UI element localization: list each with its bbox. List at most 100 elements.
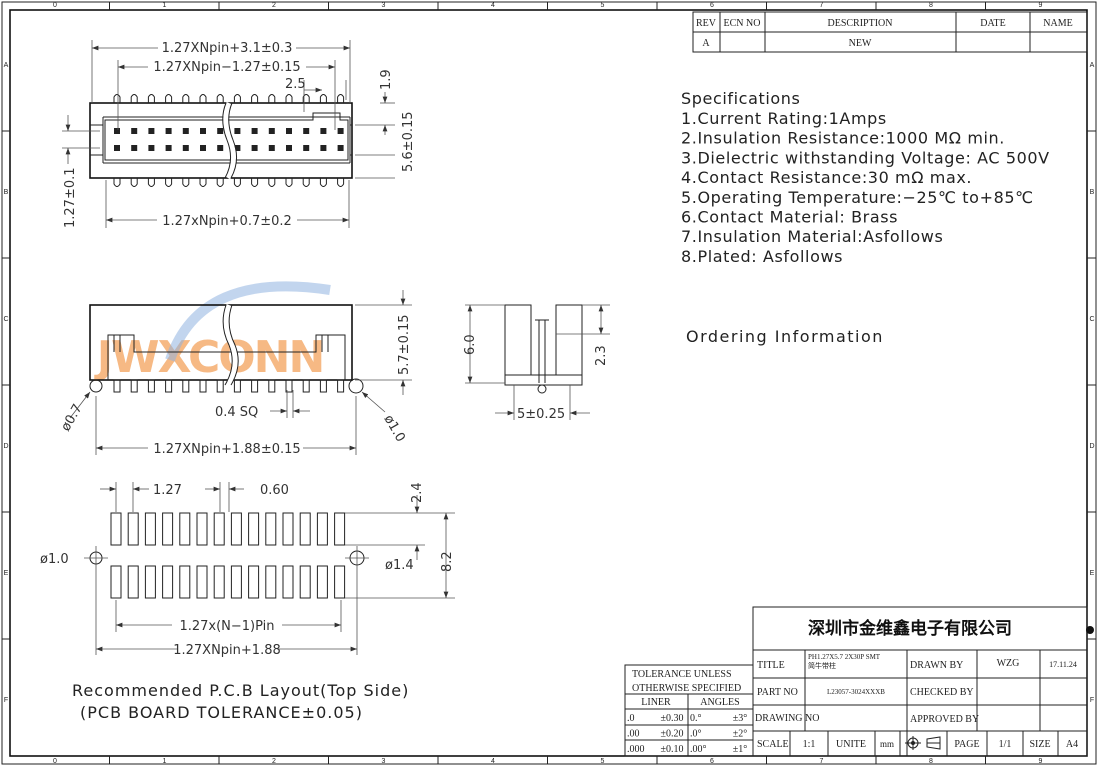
tolerance-cell: 0.° <box>690 713 702 724</box>
zone-row-label: E <box>1090 570 1095 577</box>
dim-row-pitch: 1.27±0.1 <box>63 167 78 228</box>
drawing-no-label: DRAWING NO <box>755 713 819 724</box>
zone-row-label: A <box>4 62 9 69</box>
zone-row-label: C <box>1089 316 1094 323</box>
dim-2-3: 2.3 <box>594 345 609 366</box>
zone-row-label: B <box>4 189 9 196</box>
tolerance-cell: ±0.30 <box>661 713 684 724</box>
part-no-value: L23057-3024XXXB <box>827 688 885 696</box>
zone-column-label: 9 <box>1039 2 1043 9</box>
dim-pin-span: 1.27XNpin−1.27±0.15 <box>153 60 300 75</box>
dim-hole-1-4: ø1.4 <box>385 558 414 573</box>
dim-pin-square: 0.4 SQ <box>215 405 258 420</box>
zone-column-label: 7 <box>820 2 824 9</box>
zone-column-label: 2 <box>272 758 276 765</box>
zone-row-label: C <box>3 316 8 323</box>
dim-width: 5.6±0.15 <box>401 111 416 172</box>
title-value-line2: 简牛带柱 <box>808 661 836 670</box>
size-label: SIZE <box>1029 739 1050 750</box>
specification-item: 8.Plated: Asfollows <box>681 247 843 266</box>
zone-row-label: F <box>1090 697 1094 704</box>
liner-header: LINER <box>641 697 671 708</box>
top-view: 1.27XNpin+3.1±0.3 1.27XNpin−1.27±0.15 2.… <box>62 38 416 229</box>
zone-column-label: 2 <box>272 2 276 9</box>
ecn-header: ECN NO <box>724 18 761 29</box>
tolerance-title-2: OTHERWISE SPECIFIED <box>632 683 741 694</box>
dim-6-0: 6.0 <box>463 334 478 355</box>
revision-table: REV ECN NO DESCRIPTION DATE NAME A NEW <box>692 11 1088 53</box>
dim-hole-1-0: ø1.0 <box>40 552 69 567</box>
end-view: 6.0 2.3 5±0.25 <box>463 304 610 422</box>
specification-item: 5.Operating Temperature:−25℃ to+85℃ <box>681 188 1034 207</box>
tolerance-cell: .000 <box>627 744 645 755</box>
ordering-information-heading: Ordering Information <box>686 327 884 346</box>
unit-value: mm <box>880 739 894 749</box>
pcb-layout-caption: Recommended P.C.B Layout(Top Side) <box>72 681 409 700</box>
date-header: DATE <box>980 18 1006 29</box>
dim-1-9: 1.9 <box>379 69 394 90</box>
zone-column-label: 4 <box>491 2 495 9</box>
zone-column-label: 4 <box>491 758 495 765</box>
dim-2-5: 2.5 <box>285 77 306 92</box>
scale-value: 1:1 <box>803 739 816 750</box>
specification-item: 1.Current Rating:1Amps <box>681 109 887 128</box>
page-label: PAGE <box>954 739 979 750</box>
dim-pad-span: 1.27x(N−1)Pin <box>179 619 274 634</box>
tolerance-title-1: TOLERANCE UNLESS <box>632 669 732 680</box>
side-view: JWXCONN 5.7±0.15 ø0.7 ø1.0 0.4 SQ 1.27XN… <box>58 281 412 457</box>
title-label: TITLE <box>757 660 785 671</box>
part-no-label: PART NO <box>757 687 798 698</box>
approved-by-label: APPROVED BY <box>910 714 979 725</box>
zone-column-label: 6 <box>710 758 714 765</box>
dim-post-0-7: ø0.7 <box>58 402 85 434</box>
zone-column-label: 0 <box>53 2 57 9</box>
tolerance-cell: ±0.20 <box>661 729 684 740</box>
dim-post-span: 1.27XNpin+1.88±0.15 <box>153 442 300 457</box>
drawn-by-value: WZG <box>997 658 1020 669</box>
description-header: DESCRIPTION <box>827 18 892 29</box>
zone-column-label: 3 <box>382 758 386 765</box>
title-value-line1: PH1.27X5.7 2X30P SMT <box>808 653 881 661</box>
dim-pad-width: 0.60 <box>260 483 289 498</box>
tolerance-cell: ±0.10 <box>661 744 684 755</box>
dim-overall-length: 1.27XNpin+3.1±0.3 <box>162 41 293 56</box>
description-value: NEW <box>849 38 872 49</box>
zone-row-label: D <box>1089 443 1094 450</box>
dim-pad-length: 2.4 <box>410 482 425 503</box>
tolerance-cell: .00 <box>627 729 640 740</box>
tolerance-cell: ±3° <box>733 713 748 724</box>
pcb-tolerance-note: (PCB BOARD TOLERANCE±0.05) <box>80 703 363 722</box>
zone-column-label: 5 <box>601 758 605 765</box>
company-name: 深圳市金维鑫电子有限公司 <box>808 618 1012 639</box>
dim-pad-pitch: 1.27 <box>153 483 182 498</box>
specification-item: 6.Contact Material: Brass <box>681 208 898 227</box>
zone-row-label: E <box>4 570 9 577</box>
specifications-title: Specifications <box>681 89 800 108</box>
tolerance-cell: .0 <box>627 713 635 724</box>
tolerance-cell: .00° <box>690 744 707 755</box>
zone-column-label: 1 <box>163 758 167 765</box>
rev-header: REV <box>696 18 717 29</box>
dim-body-inner: 1.27xNpin+0.7±0.2 <box>162 214 292 229</box>
dim-height: 5.7±0.15 <box>397 314 412 375</box>
pcb-layout: ø1.0 ø1.4 1.27 0.60 2.4 8.2 1.27x(N−1)Pi… <box>40 482 455 722</box>
checked-by-label: CHECKED BY <box>910 687 974 698</box>
zone-column-label: 6 <box>710 2 714 9</box>
zone-column-label: 9 <box>1039 758 1043 765</box>
tolerance-cell: ±2° <box>733 729 748 740</box>
title-block: 深圳市金维鑫电子有限公司 TITLE PH1.27X5.7 2X30P SMT … <box>752 606 1088 757</box>
specification-item: 4.Contact Resistance:30 mΩ max. <box>681 168 972 187</box>
page-value: 1/1 <box>999 739 1012 750</box>
zone-column-label: 5 <box>601 2 605 9</box>
angles-header: ANGLES <box>700 697 739 708</box>
unit-label: UNITE <box>836 739 866 750</box>
tolerance-cell: ±1° <box>733 744 748 755</box>
zone-row-label: D <box>3 443 8 450</box>
specification-item: 3.Dielectric withstanding Voltage: AC 50… <box>681 148 1050 167</box>
zone-row-label: B <box>1090 189 1095 196</box>
zone-column-label: 8 <box>929 758 933 765</box>
rev-value: A <box>702 38 710 49</box>
size-value: A4 <box>1066 739 1078 750</box>
